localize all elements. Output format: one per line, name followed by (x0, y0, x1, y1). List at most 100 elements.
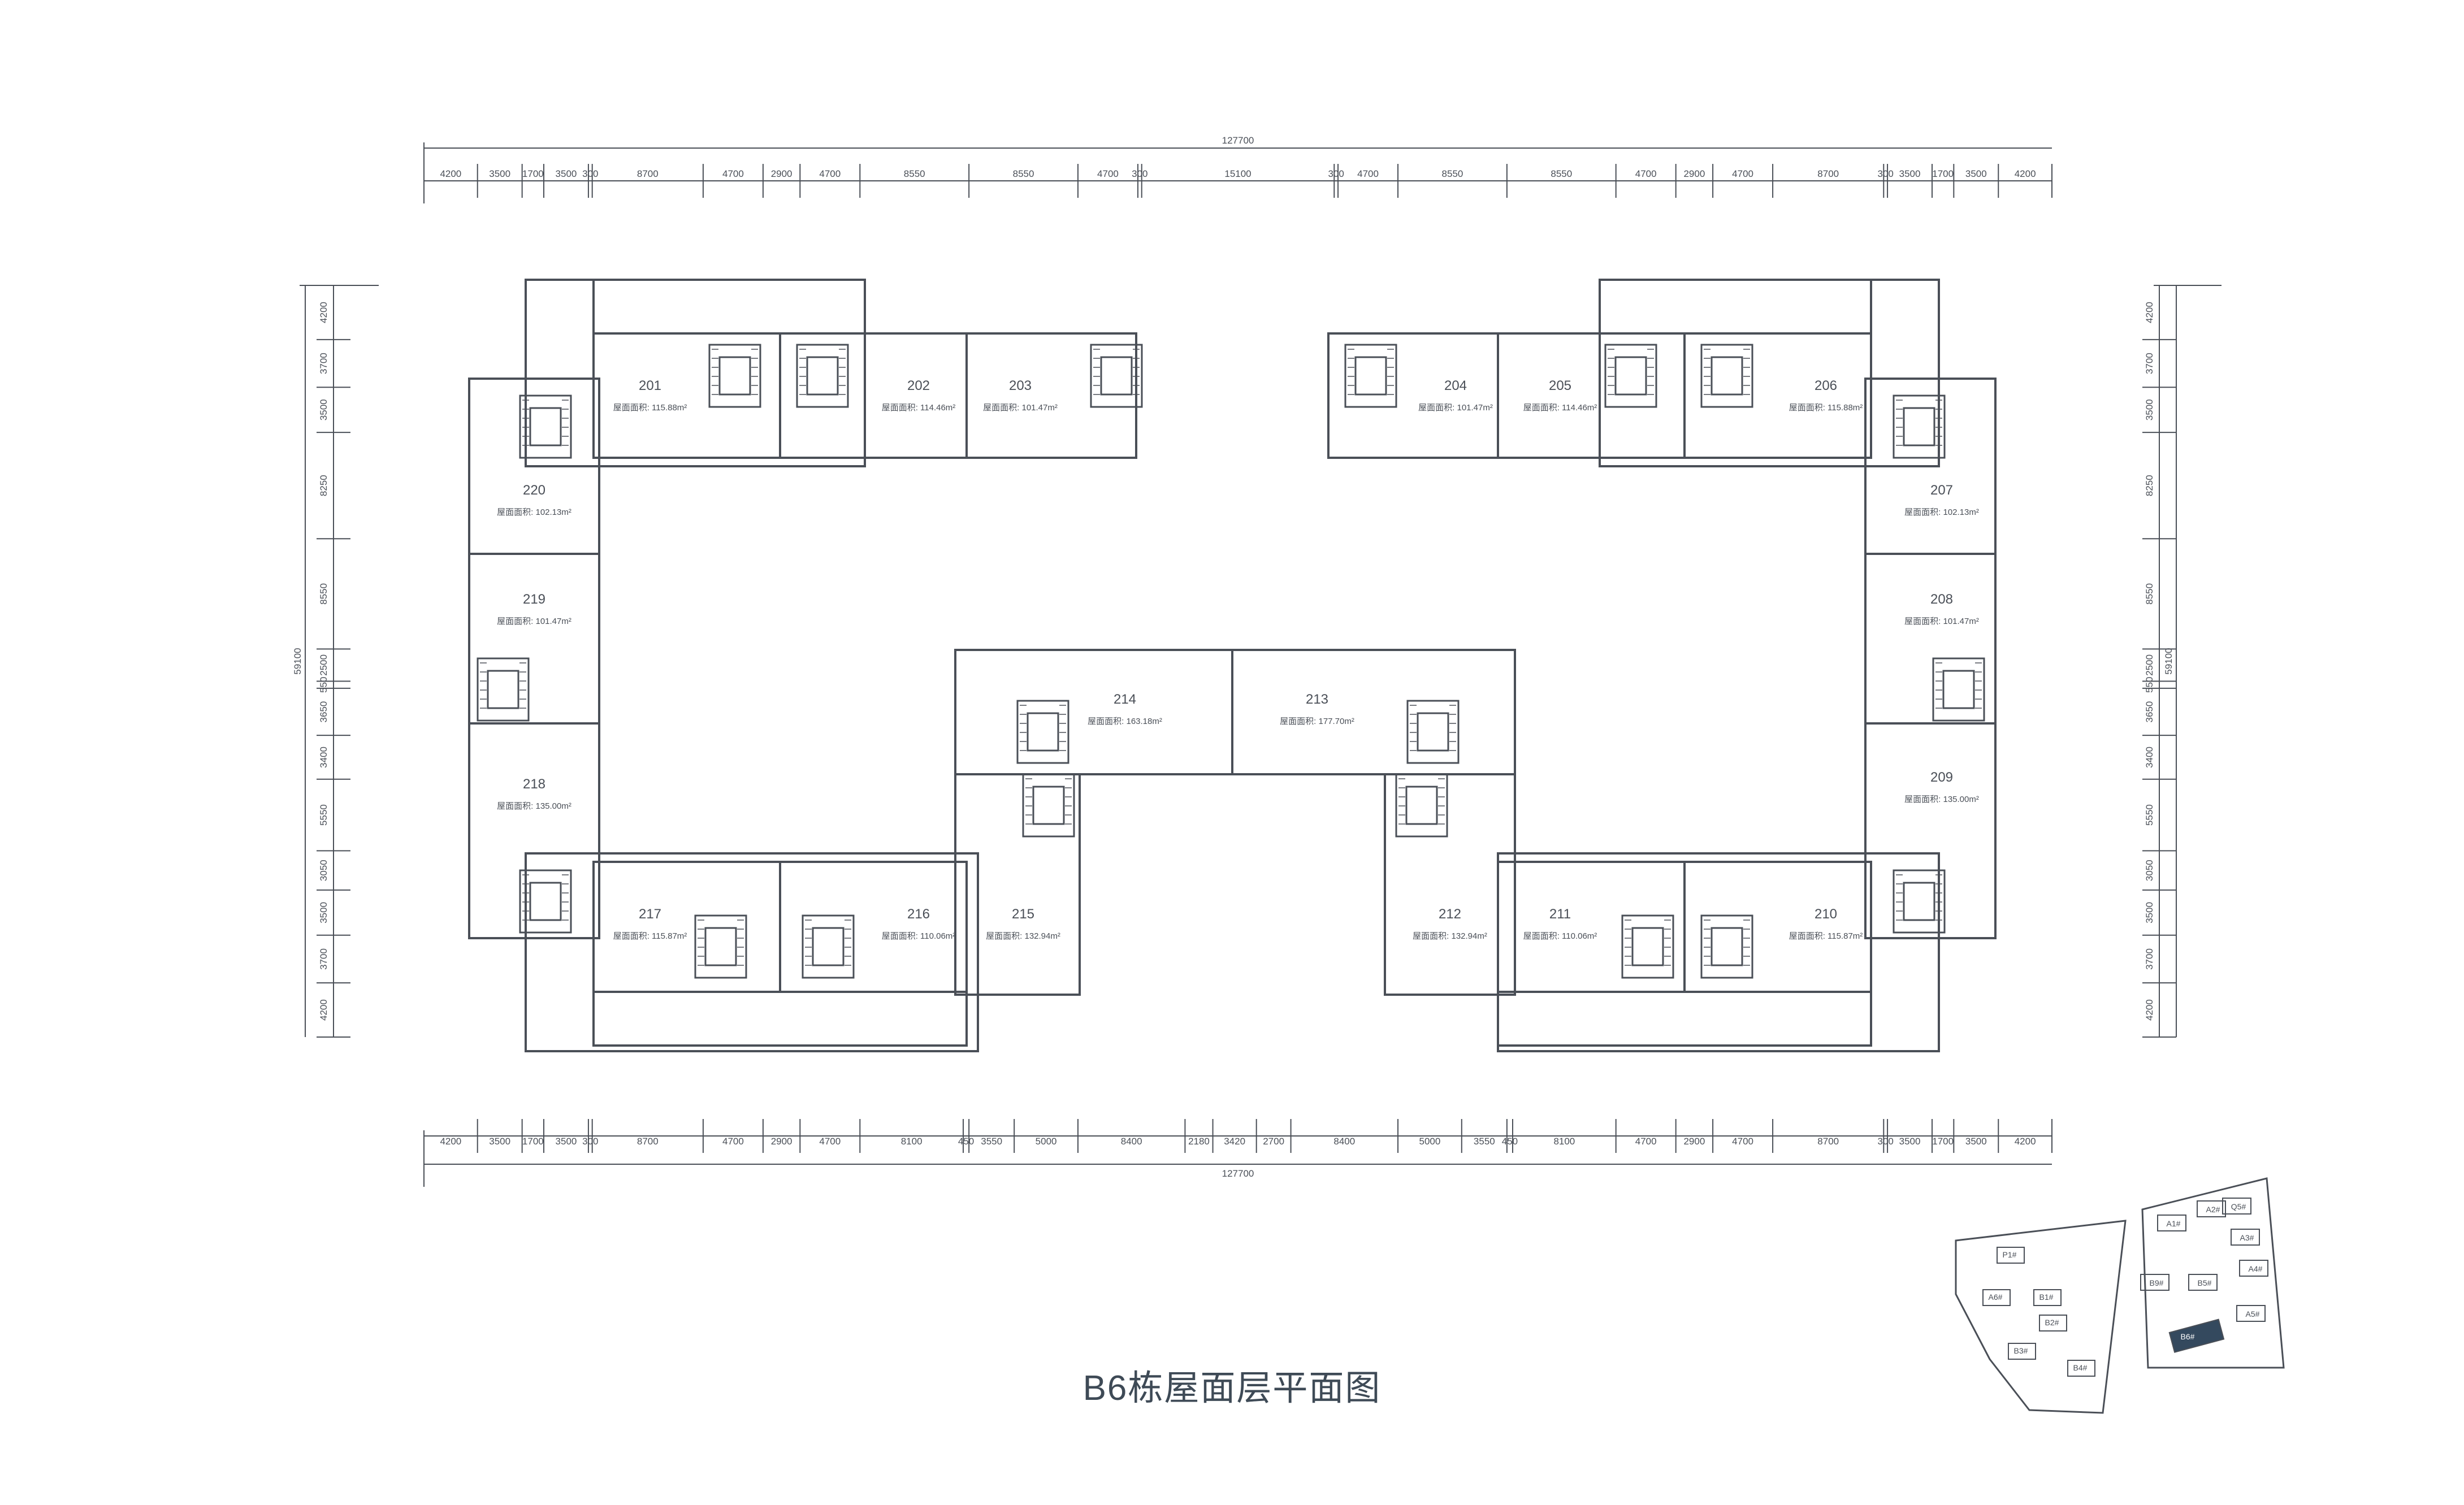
unit-area: 屋面面积: 110.06m² (1523, 931, 1597, 941)
dimension-label: 4700 (1097, 168, 1119, 179)
dimension-label: 4200 (2144, 999, 2155, 1021)
unit-area: 屋面面积: 110.06m² (882, 931, 956, 941)
dimension-label: 4700 (1732, 168, 1753, 179)
dimension-label: 3700 (2144, 948, 2155, 970)
unit-number: 211 (1549, 907, 1571, 922)
keymap-label: B2# (2045, 1318, 2059, 1327)
dimension-label: 3400 (318, 747, 329, 768)
unit-number: 220 (523, 483, 545, 498)
unit-area: 屋面面积: 102.13m² (1904, 508, 1979, 517)
dimension-label: 3050 (2144, 860, 2155, 881)
unit-number: 204 (1444, 378, 1467, 393)
dimension-label: 300 (582, 168, 598, 179)
dimension-label: 4700 (1357, 168, 1379, 179)
keymap-label: B5# (2198, 1278, 2212, 1287)
unit-area: 屋面面积: 115.88m² (1789, 403, 1863, 413)
keymap-label: A2# (2206, 1205, 2220, 1214)
unit-215: 215 屋面面积: 132.94m² (986, 907, 1060, 941)
dimension-label: 300 (1877, 168, 1893, 179)
stair-icon (708, 344, 761, 408)
dimension-label: 3500 (556, 1136, 577, 1147)
stair-icon (477, 657, 530, 722)
dimension-label: 3700 (2144, 353, 2155, 374)
dimension-label: 4700 (1635, 1136, 1657, 1147)
dimension-label: 2900 (771, 1136, 793, 1147)
stair-icon (1406, 700, 1460, 764)
dimension-label: 3050 (318, 860, 329, 881)
dimension-label: 450 (958, 1136, 974, 1147)
dimension-label: 8100 (901, 1136, 923, 1147)
dimension-label: 2500 (2144, 654, 2155, 676)
dimension-label: 300 (1877, 1136, 1893, 1147)
unit-number: 208 (1930, 592, 1953, 607)
stair-icon (1090, 344, 1143, 408)
unit-area: 屋面面积: 135.00m² (497, 801, 571, 811)
unit-area: 屋面面积: 101.47m² (1418, 403, 1493, 413)
stair-icon (1604, 344, 1657, 408)
dimension-label: 450 (1502, 1136, 1518, 1147)
unit-area: 屋面面积: 102.13m² (497, 508, 571, 517)
keymap-label: Q5# (2231, 1202, 2246, 1211)
site-key-map: P1#A6#B1#B2#B3#B4#A1#A2#Q5#A3#A4#B5#B9#A… (1955, 1177, 2285, 1414)
keymap-label: P1# (2003, 1250, 2017, 1259)
keymap-label: A1# (2167, 1219, 2181, 1228)
dimension-label: 4700 (819, 168, 841, 179)
keymap-label: A4# (2249, 1264, 2263, 1273)
unit-area: 屋面面积: 114.46m² (1523, 403, 1597, 413)
stair-icon (1700, 344, 1753, 408)
dimension-label: 2900 (1683, 168, 1705, 179)
unit-number: 201 (639, 378, 661, 393)
unit-area: 屋面面积: 115.87m² (1789, 931, 1863, 941)
dimension-label: 8550 (1013, 168, 1034, 179)
dimension-label: 4200 (2015, 168, 2036, 179)
keymap-label: B6# (2181, 1332, 2195, 1341)
unit-area: 屋面面积: 177.70m² (1280, 717, 1354, 726)
dimension-label: 5000 (1036, 1136, 1057, 1147)
unit-number: 202 (907, 378, 930, 393)
dimension-label: 3500 (1965, 168, 1987, 179)
unit-area: 屋面面积: 115.87m² (613, 931, 687, 941)
unit-number: 214 (1114, 692, 1136, 707)
dimension-label: 1700 (1932, 1136, 1954, 1147)
stair-icon (1621, 914, 1674, 979)
unit-number: 219 (523, 592, 545, 607)
keymap-label: B4# (2073, 1363, 2088, 1372)
dimension-label: 8550 (1442, 168, 1463, 179)
dimension-label: 4200 (318, 302, 329, 323)
dimension-label: 5550 (2144, 804, 2155, 826)
dimension-label: 3650 (318, 701, 329, 723)
keymap-label: A3# (2240, 1233, 2254, 1242)
unit-area: 屋面面积: 132.94m² (986, 931, 1060, 941)
unit-area: 屋面面积: 101.47m² (1904, 617, 1979, 626)
keymap-label: B9# (2150, 1278, 2164, 1287)
dimension-label: 2900 (1683, 1136, 1705, 1147)
stair-icon (802, 914, 855, 979)
dimension-label: 8400 (1121, 1136, 1142, 1147)
dimension-label: 2180 (1188, 1136, 1210, 1147)
dimension-label: 3500 (318, 902, 329, 923)
dimension-label: 3500 (556, 168, 577, 179)
dimension-label: 8550 (1551, 168, 1572, 179)
dimension-label: 2900 (771, 168, 793, 179)
unit-217: 217 屋面面积: 115.87m² (613, 907, 687, 941)
dimension-label: 3500 (1899, 1136, 1921, 1147)
unit-number: 217 (639, 907, 661, 922)
dimension-total: 59100 (292, 648, 303, 674)
dimension-label: 3700 (318, 353, 329, 374)
dimension-label: 3550 (981, 1136, 1002, 1147)
unit-number: 215 (1012, 907, 1034, 922)
dimension-label: 3700 (318, 948, 329, 970)
unit-area: 屋面面积: 101.47m² (983, 403, 1058, 413)
stair-icon (1395, 773, 1448, 838)
keymap-label: B3# (2014, 1346, 2028, 1355)
dimension-total: 127700 (1222, 1168, 1254, 1179)
